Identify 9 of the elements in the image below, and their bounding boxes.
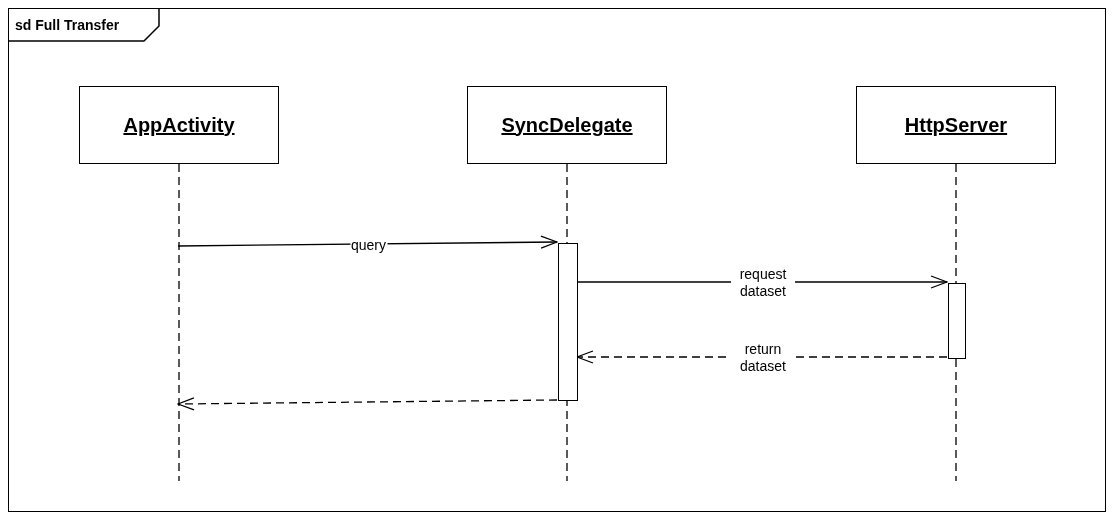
activation-bar — [558, 243, 578, 401]
message-arrow — [177, 235, 558, 249]
object-box: SyncDelegate — [467, 86, 667, 164]
object-box: HttpServer — [856, 86, 1056, 164]
frame-title: sd Full Transfer — [15, 17, 120, 33]
frame — [8, 8, 1106, 512]
object-box: AppActivity — [79, 86, 279, 164]
activation-bar — [948, 283, 966, 359]
message-arrow — [177, 397, 558, 411]
